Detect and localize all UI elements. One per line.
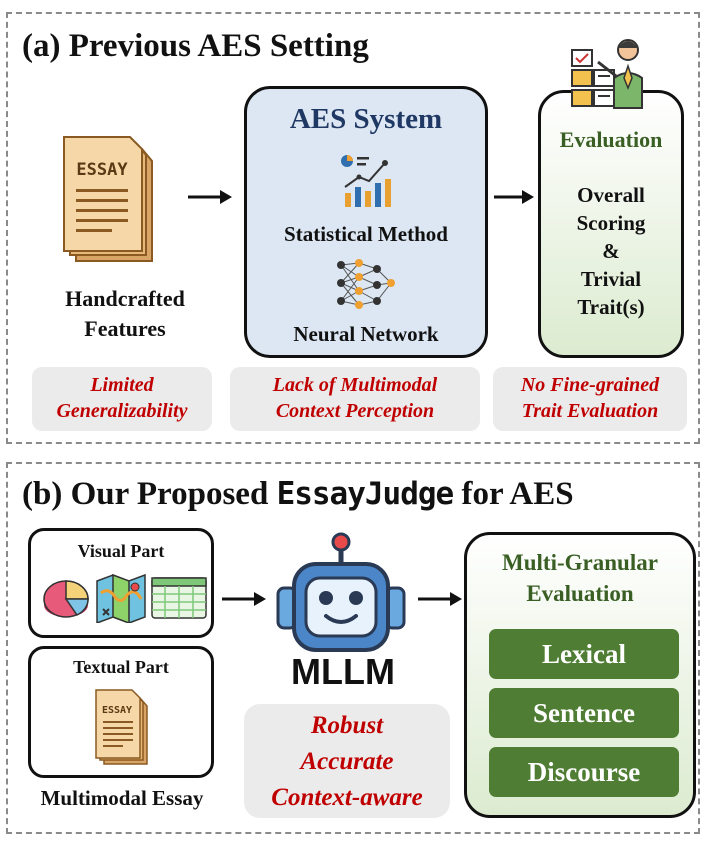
- multimodal-essay-caption: Multimodal Essay: [40, 786, 204, 810]
- strength-robust: Robust: [310, 712, 384, 739]
- evaluation-description: Overall Scoring & Trivial Trait(s): [541, 181, 681, 321]
- map-icon: [96, 573, 146, 623]
- limitation-multimodal-context: Lack of Multimodal Context Perception: [230, 367, 480, 431]
- evaluation-line3: &: [602, 239, 620, 263]
- input-label: Handcrafted Features: [30, 284, 220, 344]
- robot-icon: [276, 532, 406, 652]
- evaluation-line1: Overall: [577, 183, 645, 207]
- section-b-title: (b) Our Proposed EssayJudge for AES: [22, 476, 574, 513]
- essayjudge-name: EssayJudge: [276, 476, 455, 512]
- statistical-method-label: Statistical Method: [284, 222, 448, 246]
- strength-accurate: Accurate: [300, 748, 394, 775]
- evaluation-title: Evaluation: [559, 127, 663, 152]
- neural-network-icon: [337, 259, 395, 309]
- arrow-right-icon: [494, 190, 534, 204]
- section-a-title: (a) Previous AES Setting: [22, 28, 369, 64]
- panel-proposed-essayjudge: [6, 462, 700, 834]
- level-sentence: Sentence: [489, 688, 679, 738]
- essay-small-doc-label: ESSAY: [102, 705, 132, 716]
- limitation-2-line1: Lack of Multimodal: [272, 374, 438, 396]
- input-label-line1: Handcrafted: [65, 286, 185, 311]
- teacher-icon: [571, 39, 643, 109]
- level-discourse: Discourse: [489, 747, 679, 797]
- limitation-1-line2: Generalizability: [56, 400, 188, 422]
- essay-doc-label: ESSAY: [76, 160, 128, 180]
- section-b-title-suffix: for AES: [453, 476, 574, 512]
- mllm-label: MLLM: [291, 651, 395, 692]
- chart-analytics-icon: [341, 155, 391, 207]
- textual-part-label: Textual Part: [73, 657, 169, 677]
- table-icon: [151, 577, 207, 619]
- neural-network-label: Neural Network: [293, 322, 439, 346]
- input-label-line2: Features: [84, 316, 166, 341]
- arrow-right-icon: [418, 592, 462, 606]
- level-lexical: Lexical: [489, 629, 679, 679]
- evaluation-line2: Scoring: [576, 211, 646, 235]
- essay-document-icon: ESSAY: [63, 136, 153, 262]
- visual-part-label: Visual Part: [77, 541, 165, 561]
- arrow-right-icon: [188, 190, 232, 204]
- visual-part-box: Visual Part: [28, 528, 214, 638]
- textual-part-box: Textual Part ESSAY: [28, 646, 214, 778]
- evaluation-line5: Trait(s): [577, 295, 645, 319]
- multi-granular-title-line1: Multi-Granular: [502, 550, 658, 575]
- section-b-title-prefix: (b) Our Proposed: [22, 476, 277, 512]
- aes-system-title: AES System: [289, 103, 443, 135]
- limitation-3-line2: Trait Evaluation: [521, 400, 659, 422]
- multi-granular-title: Multi-Granular Evaluation: [467, 547, 693, 609]
- mllm-strengths-box: Robust Accurate Context-aware: [244, 704, 450, 818]
- multi-granular-evaluation-box: Multi-Granular Evaluation Lexical Senten…: [464, 532, 696, 818]
- arrow-right-icon: [222, 592, 266, 606]
- limitation-2-line2: Context Perception: [275, 400, 435, 422]
- evaluation-box: Evaluation Overall Scoring & Trivial Tra…: [538, 90, 684, 358]
- limitation-fine-grained: No Fine-grained Trait Evaluation: [493, 367, 687, 431]
- essay-document-icon: ESSAY: [95, 689, 148, 765]
- pie-chart-icon: [43, 580, 89, 618]
- evaluation-line4: Trivial: [580, 267, 642, 291]
- strength-context-aware: Context-aware: [271, 784, 423, 811]
- aes-system-box: AES System Statistical Method Neural Net…: [244, 86, 488, 358]
- panel-previous-aes: [6, 12, 700, 444]
- limitation-generalizability: Limited Generalizability: [32, 367, 212, 431]
- limitation-1-line1: Limited: [90, 374, 154, 396]
- multi-granular-title-line2: Evaluation: [526, 581, 634, 606]
- limitation-3-line1: No Fine-grained: [520, 374, 660, 396]
